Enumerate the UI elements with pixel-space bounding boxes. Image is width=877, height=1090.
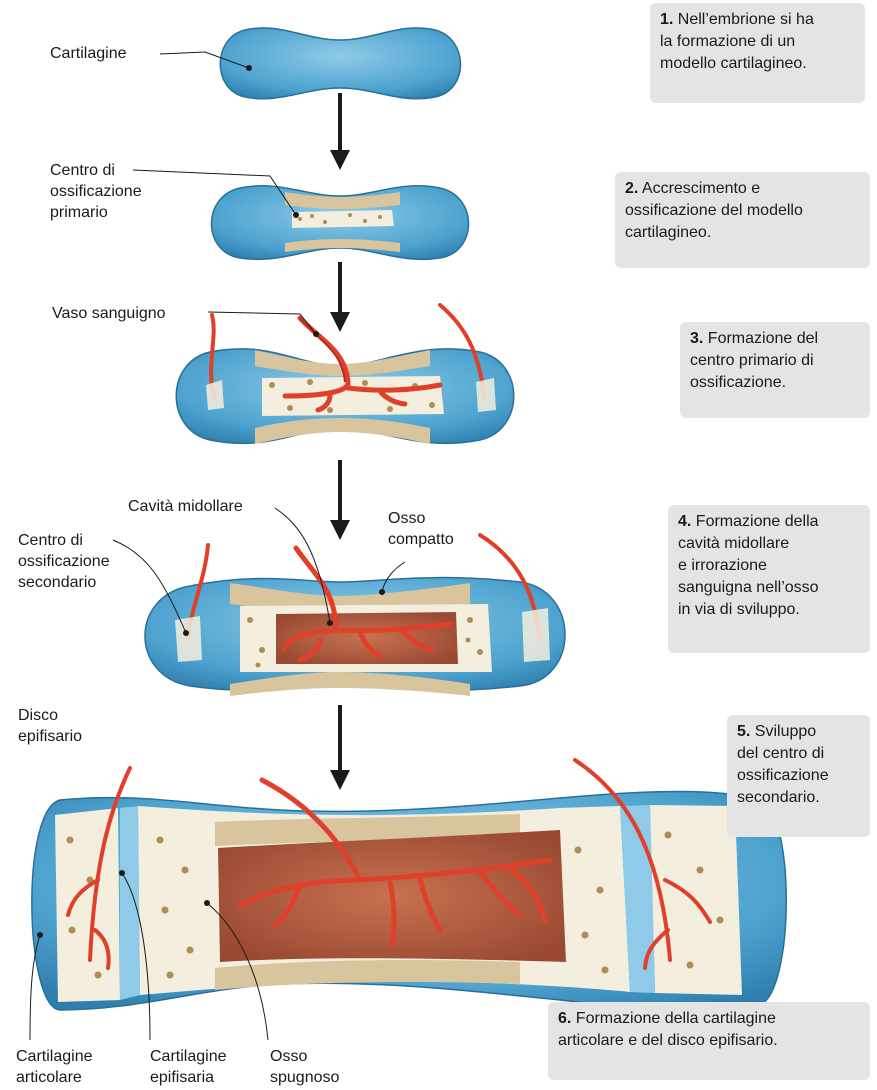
label-osso-spugnoso: Osso spugnoso — [270, 1046, 339, 1088]
step-text: Accrescimento e ossificazione del modell… — [625, 180, 803, 241]
label-centro-primario: Centro di ossificazione primario — [50, 160, 142, 223]
stage-3-primary-center — [176, 305, 514, 444]
step-number: 3. — [690, 330, 703, 347]
step-text: Nell’embrione si ha la formazione di un … — [660, 11, 814, 72]
label-cartilagine: Cartilagine — [50, 43, 126, 64]
label-disco-epifisario: Disco epifisario — [18, 705, 82, 747]
step-text: Formazione della cartilagine articolare … — [558, 1010, 778, 1049]
stage-4-medullary-cavity — [113, 508, 565, 696]
label-centro-secondario: Centro di ossificazione secondario — [18, 530, 110, 593]
step-text: Formazione della cavità midollare e irro… — [678, 513, 819, 618]
step-box-2: 2. Accrescimento e ossificazione del mod… — [615, 172, 870, 268]
step-number: 1. — [660, 11, 673, 28]
label-vaso-sanguigno: Vaso sanguigno — [52, 303, 166, 324]
step-box-6: 6. Formazione della cartilagine articola… — [548, 1002, 870, 1080]
stage-1-cartilage-model — [160, 28, 461, 99]
label-osso-compatto: Osso compatto — [388, 508, 454, 550]
step-number: 4. — [678, 513, 691, 530]
step-box-1: 1. Nell’embrione si ha la formazione di … — [650, 3, 865, 103]
step-text: Sviluppo del centro di ossificazione sec… — [737, 723, 829, 806]
step-number: 5. — [737, 723, 750, 740]
step-box-4: 4. Formazione della cavità midollare e i… — [668, 505, 870, 653]
stage-6-mature-bone — [30, 760, 786, 1040]
label-cavita-midollare: Cavità midollare — [128, 496, 243, 517]
step-number: 2. — [625, 180, 638, 197]
step-text: Formazione del centro primario di ossifi… — [690, 330, 818, 391]
step-number: 6. — [558, 1010, 571, 1027]
label-cartilagine-articolare: Cartilagine articolare — [16, 1046, 92, 1088]
step-box-3: 3. Formazione del centro primario di oss… — [680, 322, 870, 418]
label-cartilagine-epifisaria: Cartilagine epifisaria — [150, 1046, 226, 1088]
stage-2-ossification — [133, 170, 469, 259]
step-box-5: 5. Sviluppo del centro di ossificazione … — [727, 715, 870, 837]
